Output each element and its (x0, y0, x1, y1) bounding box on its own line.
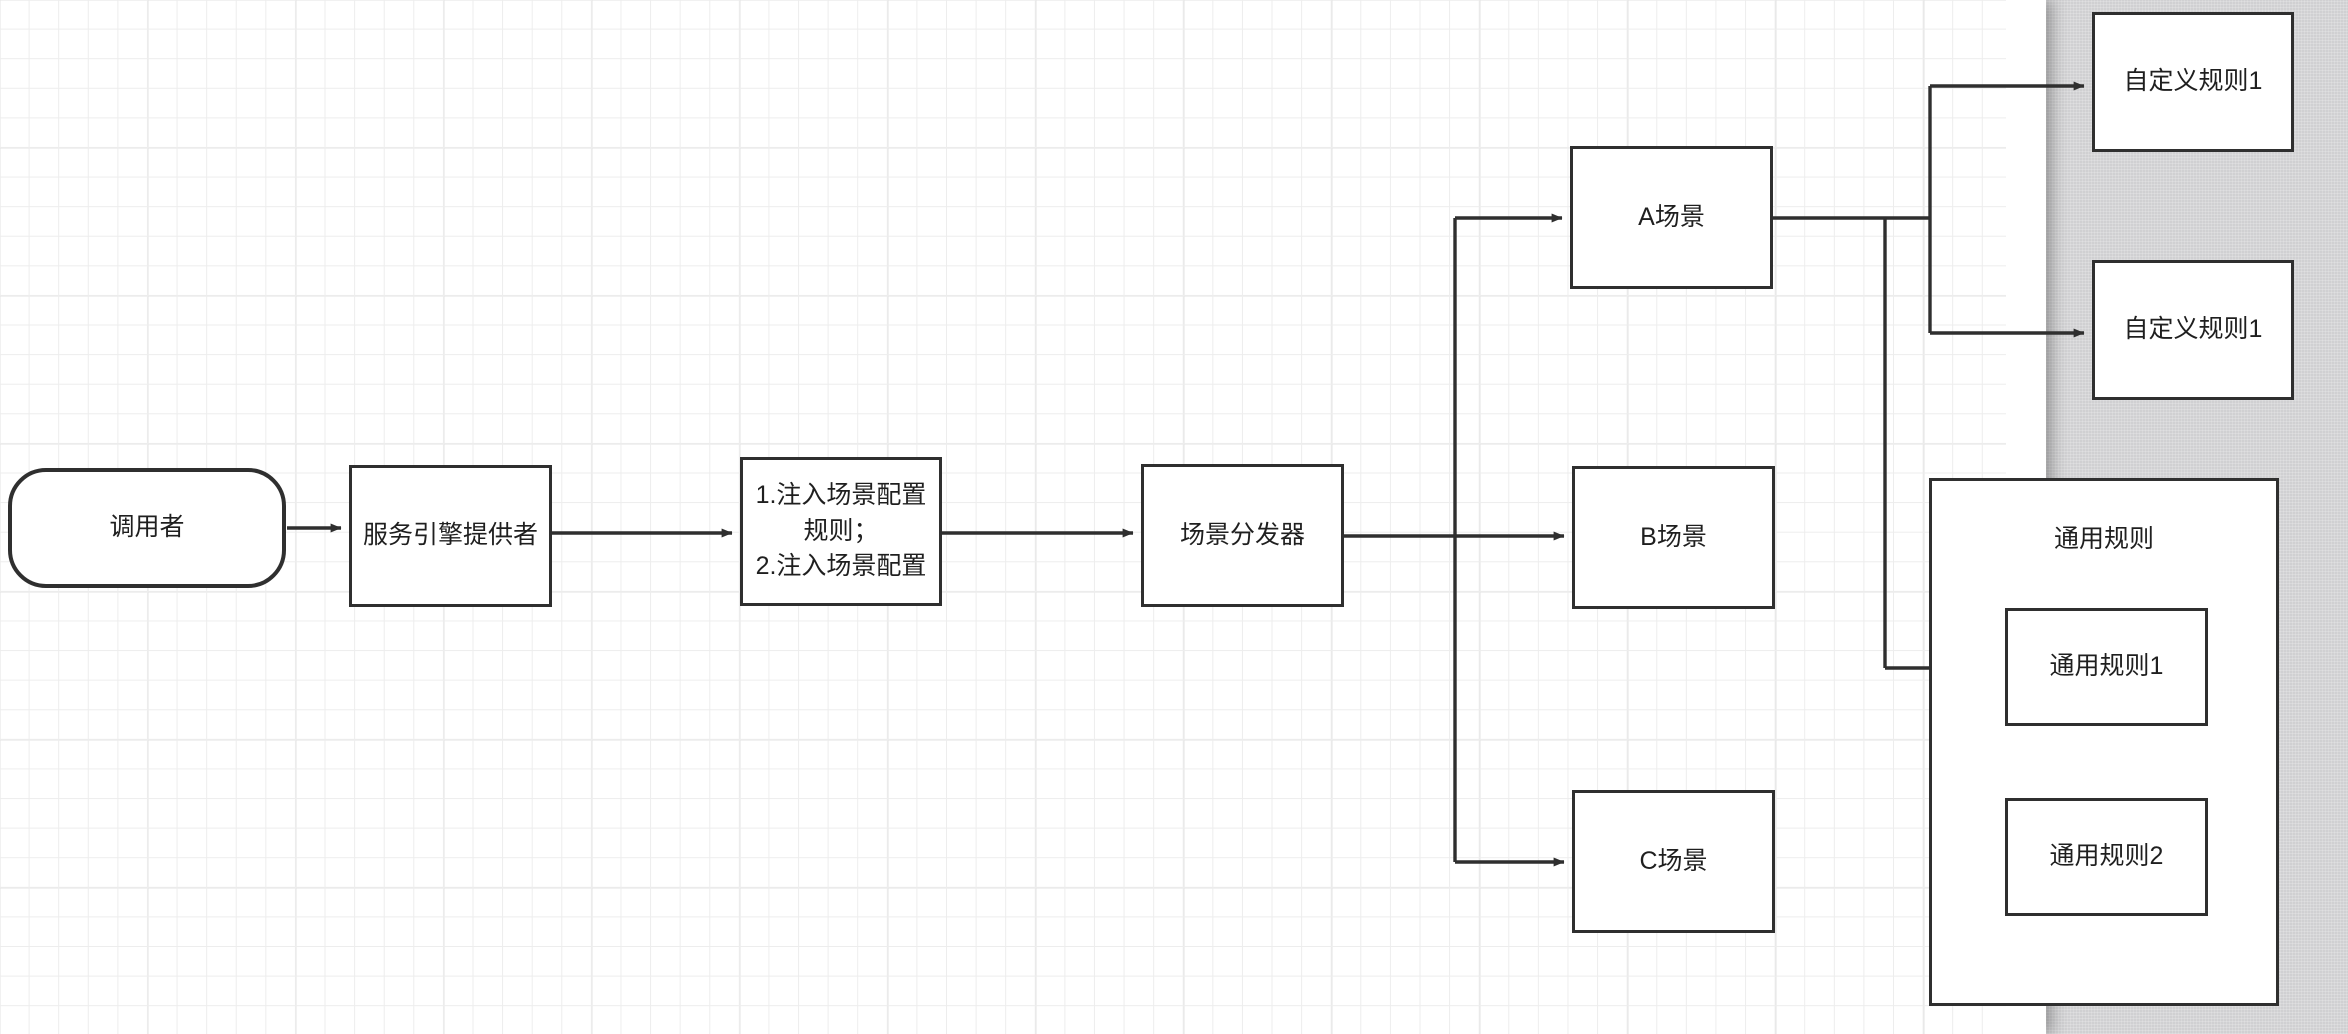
node-scene-dispatcher[interactable]: 场景分发器 (1141, 464, 1344, 607)
node-scene-a[interactable]: A场景 (1570, 146, 1773, 289)
node-inject-scene-config[interactable]: 1.注入场景配置规则； 2.注入场景配置 (740, 457, 942, 606)
node-custom-rule-1[interactable]: 自定义规则1 (2092, 12, 2294, 152)
node-common-rule-1[interactable]: 通用规则1 (2005, 608, 2208, 726)
node-service-engine-provider[interactable]: 服务引擎提供者 (349, 465, 552, 607)
group-common-rules-title: 通用规则 (2053, 525, 2154, 553)
node-scene-b[interactable]: B场景 (1572, 466, 1775, 609)
group-common-rules[interactable]: 通用规则 (1929, 478, 2279, 1006)
node-caller[interactable]: 调用者 (8, 468, 286, 588)
node-scene-c[interactable]: C场景 (1572, 790, 1775, 933)
node-custom-rule-2[interactable]: 自定义规则1 (2092, 260, 2294, 400)
node-common-rule-2[interactable]: 通用规则2 (2005, 798, 2208, 916)
